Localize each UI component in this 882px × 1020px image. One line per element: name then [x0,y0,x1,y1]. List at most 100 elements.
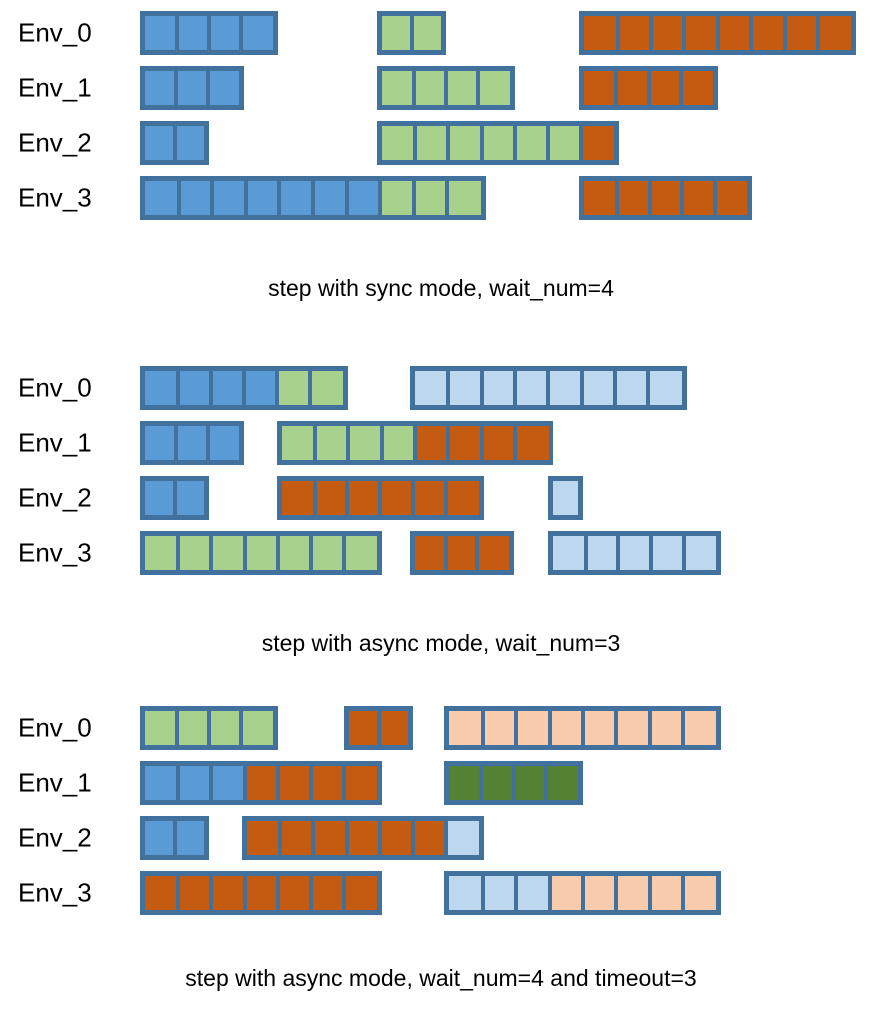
step-cell-green [309,371,343,405]
env-row-track [0,170,882,225]
step-cell-orange [616,181,650,215]
step-cell-green [310,536,345,570]
step-group [377,66,516,110]
step-group [548,531,722,575]
step-cell-green [514,126,548,160]
env-row: Env_2 [0,810,882,865]
step-cell-blue [177,371,211,405]
step-cell-orange [413,481,447,515]
step-cell-orange [344,876,378,910]
step-cell-peach [683,876,717,910]
step-cell-peach [482,711,517,745]
step-cell-orange [649,181,683,215]
step-group [140,11,279,55]
env-row-track [0,525,882,580]
step-cell-lightblue [618,536,652,570]
step-cell-lightblue [514,371,549,405]
step-cell-orange [414,536,447,570]
env-row-label: Env_2 [18,482,92,512]
step-cell-lightblue [648,371,682,405]
env-row-label: Env_1 [18,427,92,457]
step-cell-lightblue [449,876,483,910]
step-cell-green [241,711,274,745]
step-cell-green [382,126,416,160]
env-row-label: Env_2 [18,822,92,852]
step-cell-orange [244,766,278,800]
step-group [140,121,210,165]
step-cell-orange [446,481,480,515]
step-cell-blue [210,371,244,405]
step-cell-blue [178,181,213,215]
env-row-track [0,360,882,415]
step-cell-orange [281,481,315,515]
step-cell-blue [145,16,178,50]
step-cell-blue [312,181,347,215]
env-row-track [0,755,882,810]
step-cell-blue [145,426,177,460]
step-cell-green [414,71,447,105]
step-cell-peach [549,876,583,910]
env-row: Env_1 [0,755,882,810]
step-cell-peach [649,711,684,745]
step-cell-orange [616,71,649,105]
panel-caption: step with sync mode, wait_num=4 [268,275,614,301]
step-cell-orange [145,876,179,910]
step-group [444,706,722,750]
step-cell-green [178,536,212,570]
step-cell-orange [178,876,212,910]
step-cell-green [145,711,178,745]
step-group [444,871,722,915]
env-row: Env_2 [0,470,882,525]
step-cell-orange [617,16,652,50]
step-cell-orange [446,536,478,570]
step-group [579,11,857,55]
step-cell-green [547,126,582,160]
step-cell-blue [145,766,179,800]
step-cell-orange [684,16,718,50]
env-row-track [0,415,882,470]
step-cell-blue [176,426,208,460]
env-row-label: Env_2 [18,127,92,157]
env-row-track [0,865,882,920]
step-cell-orange [481,426,516,460]
step-cell-green [447,181,481,215]
env-row-label: Env_3 [18,182,92,212]
step-cell-blue [243,371,277,405]
step-cell-green [344,536,378,570]
env-row: Env_2 [0,115,882,170]
step-cell-blue [145,71,177,105]
step-cell-green [281,426,315,460]
step-group [140,706,279,750]
step-group [344,706,414,750]
step-group [140,366,348,410]
step-cell-green [380,181,414,215]
step-cell-blue [145,371,178,405]
step-cell-lightblue [585,536,619,570]
env-row: Env_1 [0,415,882,470]
step-cell-lightblue [553,481,578,515]
step-cell-green [411,16,442,50]
step-cell-darkgreen [513,766,546,800]
step-cell-lightblue [615,371,649,405]
step-cell-blue [211,766,245,800]
step-group [276,421,554,465]
env-row-label: Env_3 [18,877,92,907]
step-cell-lightblue [481,371,515,405]
env-row-track [0,810,882,865]
step-cell-orange [581,126,615,160]
env-row: Env_3 [0,525,882,580]
step-cell-blue [279,181,313,215]
step-cell-green [277,536,311,570]
step-cell-blue [174,821,205,855]
step-cell-orange [211,876,245,910]
step-cell-green [276,371,310,405]
step-cell-orange [380,481,414,515]
step-cell-orange [347,481,381,515]
step-cell-blue [145,821,175,855]
step-cell-orange [717,16,752,50]
step-cell-orange [784,16,818,50]
step-cell-darkgreen [449,766,482,800]
step-cell-blue [346,181,381,215]
step-cell-blue [177,16,210,50]
